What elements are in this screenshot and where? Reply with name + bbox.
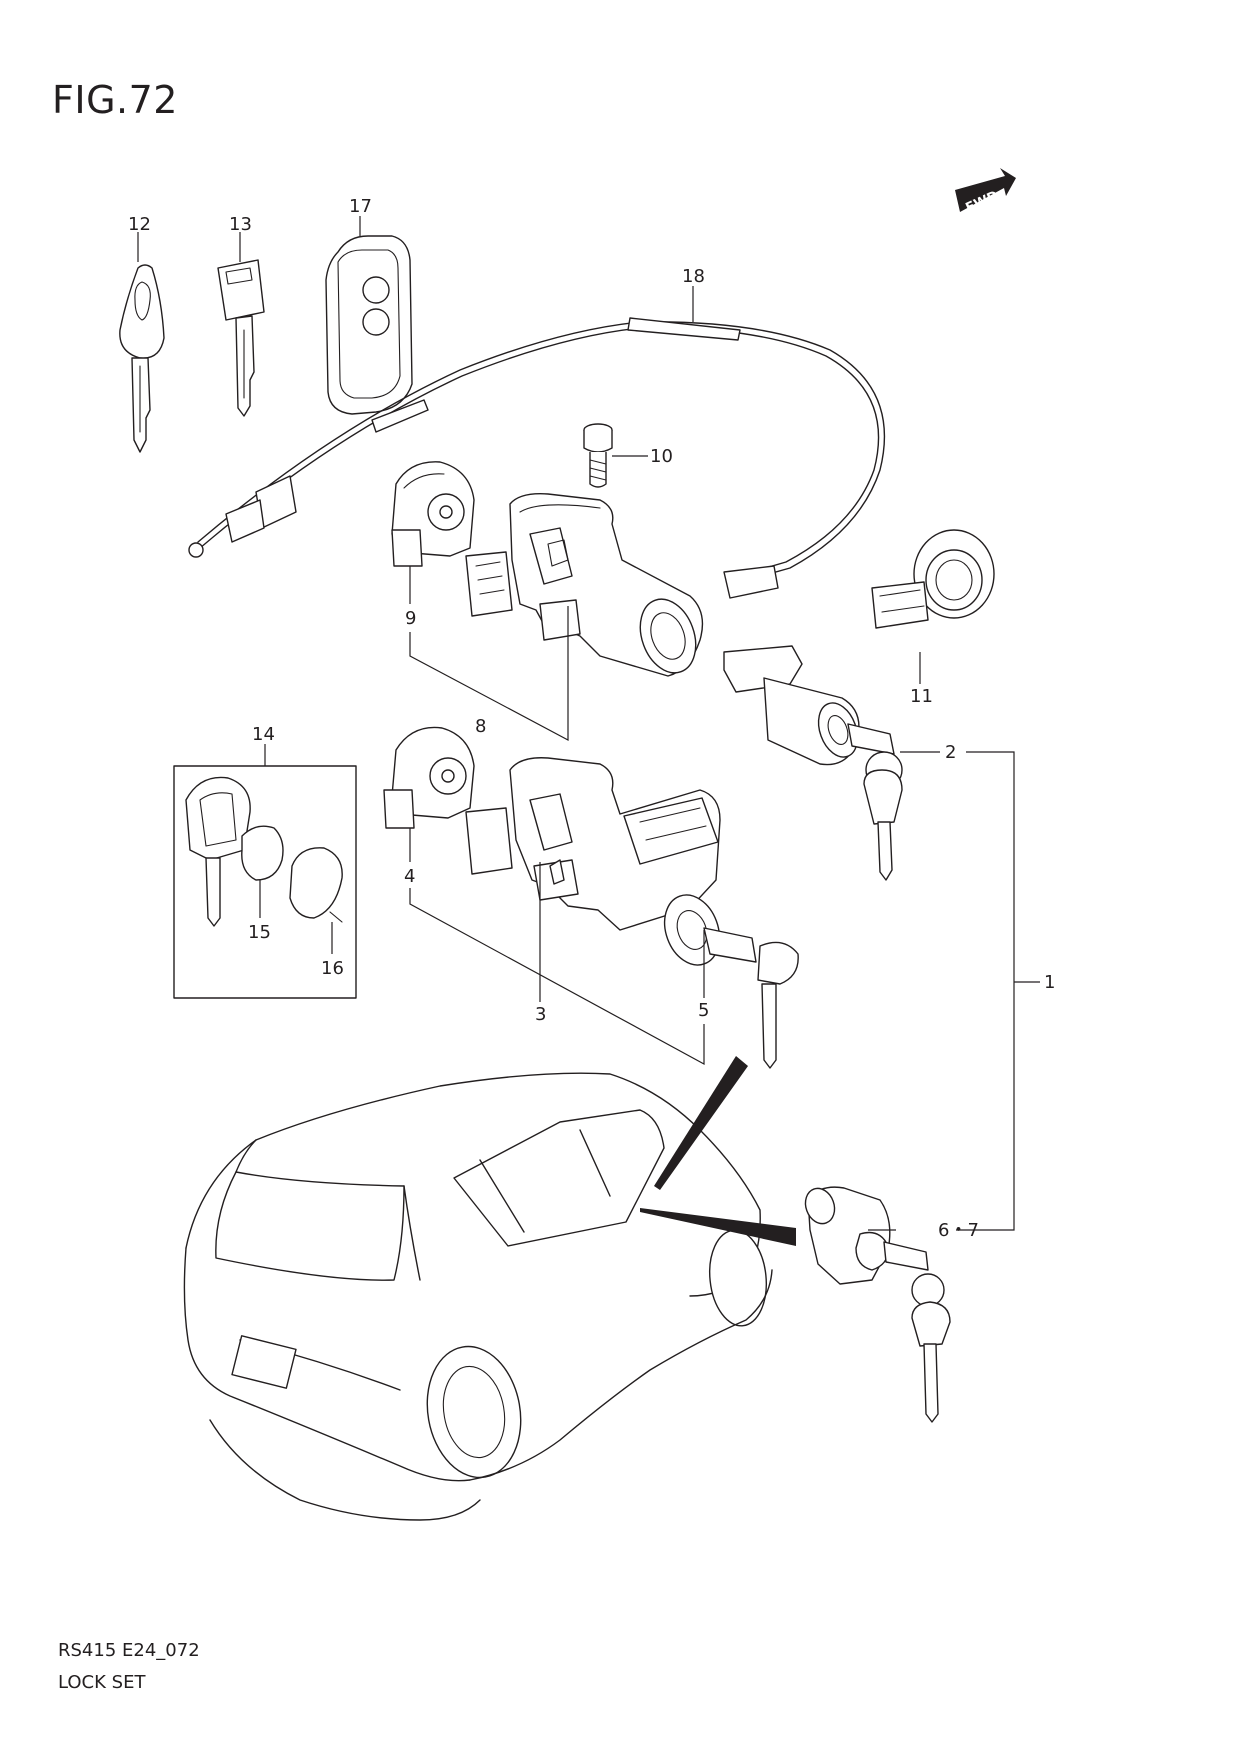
part-3-5-lock-housing-assembly <box>465 757 799 1069</box>
part-18-cable <box>188 317 886 599</box>
callout-6-7: 6・7 <box>938 1220 979 1241</box>
part-11-antenna-coil <box>871 529 995 629</box>
figure-code: RS415 E24_072 <box>58 1640 200 1661</box>
part-4-ignition-switch <box>383 726 475 829</box>
leader-lines <box>137 216 1040 1231</box>
callout-3: 3 <box>535 1004 546 1025</box>
part-12-transponder-key <box>119 264 165 453</box>
part-14-key-kit-box <box>173 765 357 999</box>
callout-17: 17 <box>349 196 372 217</box>
callout-4: 4 <box>404 866 415 887</box>
callout-9: 9 <box>405 608 416 629</box>
part-17-smart-key-fob <box>325 235 413 415</box>
part-13-key <box>217 259 265 417</box>
pointer-wedge-upper <box>654 1056 748 1190</box>
callout-16: 16 <box>321 958 344 979</box>
callout-14: 14 <box>252 724 275 745</box>
part-2-key-cylinder <box>723 645 903 881</box>
fwd-direction-badge: FWD <box>955 168 1016 216</box>
callout-13: 13 <box>229 214 252 235</box>
figure-name: LOCK SET <box>58 1672 146 1693</box>
figure-title: FIG.72 <box>52 78 178 122</box>
pointer-wedge-lower <box>640 1208 796 1246</box>
vehicle-outline <box>183 1072 773 1521</box>
part-6-7-door-lock-cylinder <box>804 1186 951 1423</box>
part-10-bolt <box>583 423 613 488</box>
callout-10: 10 <box>650 446 673 467</box>
callout-8: 8 <box>475 716 486 737</box>
part-8-steering-lock-housing <box>465 493 704 677</box>
callout-5: 5 <box>698 1000 709 1021</box>
callout-1: 1 <box>1044 972 1055 993</box>
part-9-ignition-switch <box>391 461 475 567</box>
callout-12: 12 <box>128 214 151 235</box>
callout-2: 2 <box>945 742 956 763</box>
callout-15: 15 <box>248 922 271 943</box>
callout-11: 11 <box>910 686 933 707</box>
callout-18: 18 <box>682 266 705 287</box>
